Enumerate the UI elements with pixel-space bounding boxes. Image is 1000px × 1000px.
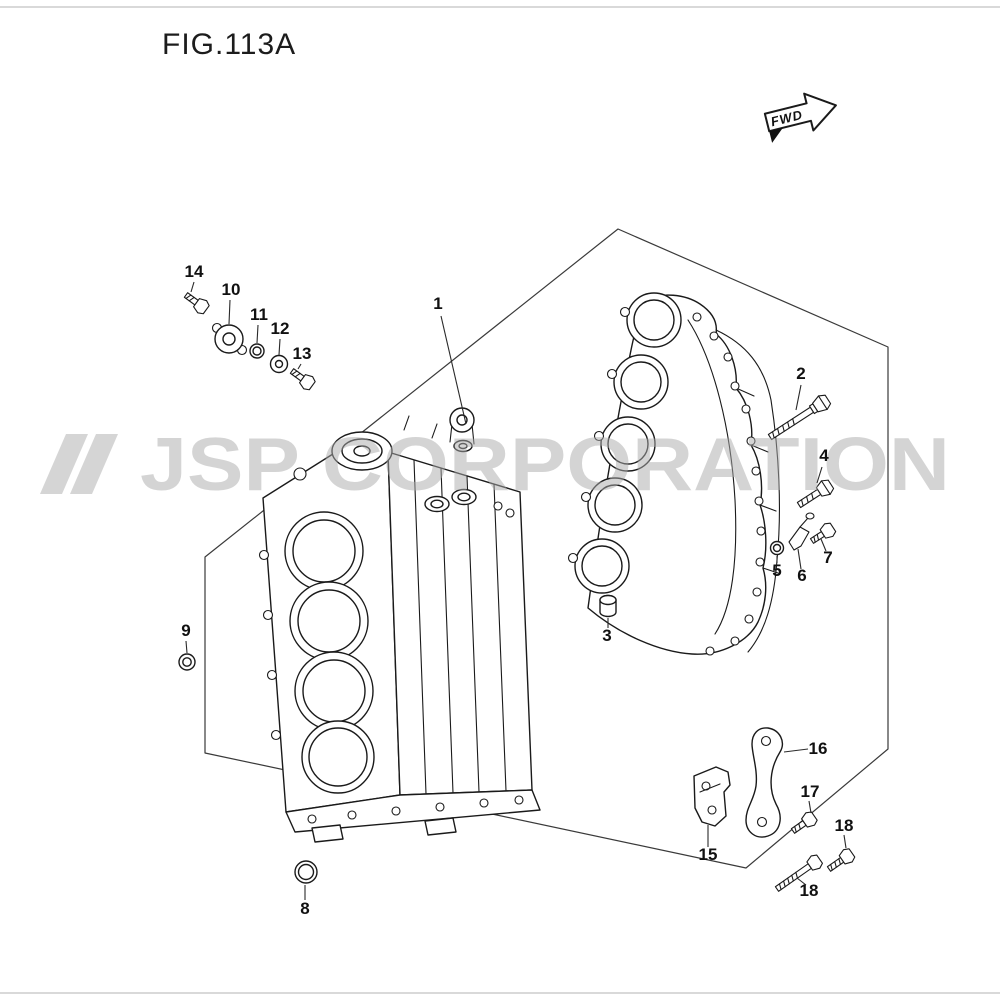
leader-13 [297, 363, 302, 370]
leader-4 [816, 466, 823, 484]
part-9-cap-drawing [178, 653, 196, 671]
callout-18a: 18 [835, 816, 854, 835]
leader-12 [278, 338, 281, 356]
callout-11: 11 [250, 305, 268, 324]
callout-10: 10 [222, 280, 241, 299]
watermark: JSP CORPORATION [40, 422, 950, 506]
callout-18b: 18 [800, 881, 819, 900]
part-13-bolt-drawing [289, 368, 316, 391]
callout-3: 3 [602, 626, 611, 645]
leader-lines [185, 281, 847, 900]
part-16-strap-drawing [745, 727, 784, 838]
part-14-bolt-drawing [183, 292, 210, 315]
leader-10 [228, 299, 231, 325]
part-2-bolt-drawing [767, 394, 832, 441]
leader-11 [256, 324, 259, 344]
part-6-fitting-drawing [788, 512, 815, 551]
cylinder-block-drawing [258, 407, 541, 843]
part-15-bracket-drawing [693, 766, 731, 827]
callout-5: 5 [772, 561, 781, 580]
part-3-bushing-drawing [599, 594, 617, 618]
part-8-oring-drawing [294, 860, 318, 884]
diagram-border [204, 228, 889, 869]
part-11-oring-drawing [249, 343, 265, 359]
leader-16 [783, 748, 809, 753]
part-18b-bolt-drawing [774, 854, 824, 892]
part-4-bolt-drawing [796, 479, 835, 509]
watermark-text: JSP CORPORATION [140, 422, 950, 506]
part-17-bolt-drawing [790, 811, 818, 834]
part-10-cap-drawing [211, 322, 248, 356]
part-12-washer-drawing [269, 354, 289, 374]
watermark-logo-icon [40, 434, 118, 494]
callout-14: 14 [185, 262, 204, 281]
callout-9: 9 [181, 621, 190, 640]
callout-1: 1 [433, 294, 442, 313]
callout-7: 7 [823, 548, 832, 567]
callout-12: 12 [271, 319, 290, 338]
part-5-oring-drawing [769, 540, 785, 556]
callout-16: 16 [809, 739, 828, 758]
leader-6 [797, 548, 802, 570]
page-top-edge [0, 6, 1000, 8]
part-18a-bolt-drawing [826, 848, 856, 872]
callout-17: 17 [801, 782, 820, 801]
callout-13: 13 [293, 344, 312, 363]
leader-9 [185, 640, 188, 654]
leader-2 [795, 384, 802, 411]
part-7-bolt-drawing [809, 522, 837, 544]
callout-8: 8 [300, 899, 309, 918]
callout-6: 6 [797, 566, 806, 585]
page-bottom-edge [0, 992, 1000, 994]
leader-7 [820, 538, 827, 552]
figure-title: FIG.113A [162, 28, 297, 61]
fwd-arrow: FWD [763, 92, 837, 143]
callout-labels: 1 2 3 4 5 6 7 8 9 10 11 12 13 14 15 16 1… [181, 262, 853, 918]
callout-4: 4 [819, 446, 829, 465]
leader-17 [808, 800, 812, 814]
crankcase-drawing [567, 292, 780, 656]
callout-15: 15 [699, 845, 718, 864]
callout-2: 2 [796, 364, 805, 383]
leader-1 [440, 315, 467, 425]
leader-14 [190, 281, 195, 293]
leader-18a [843, 834, 847, 849]
leader-18b [796, 877, 807, 886]
